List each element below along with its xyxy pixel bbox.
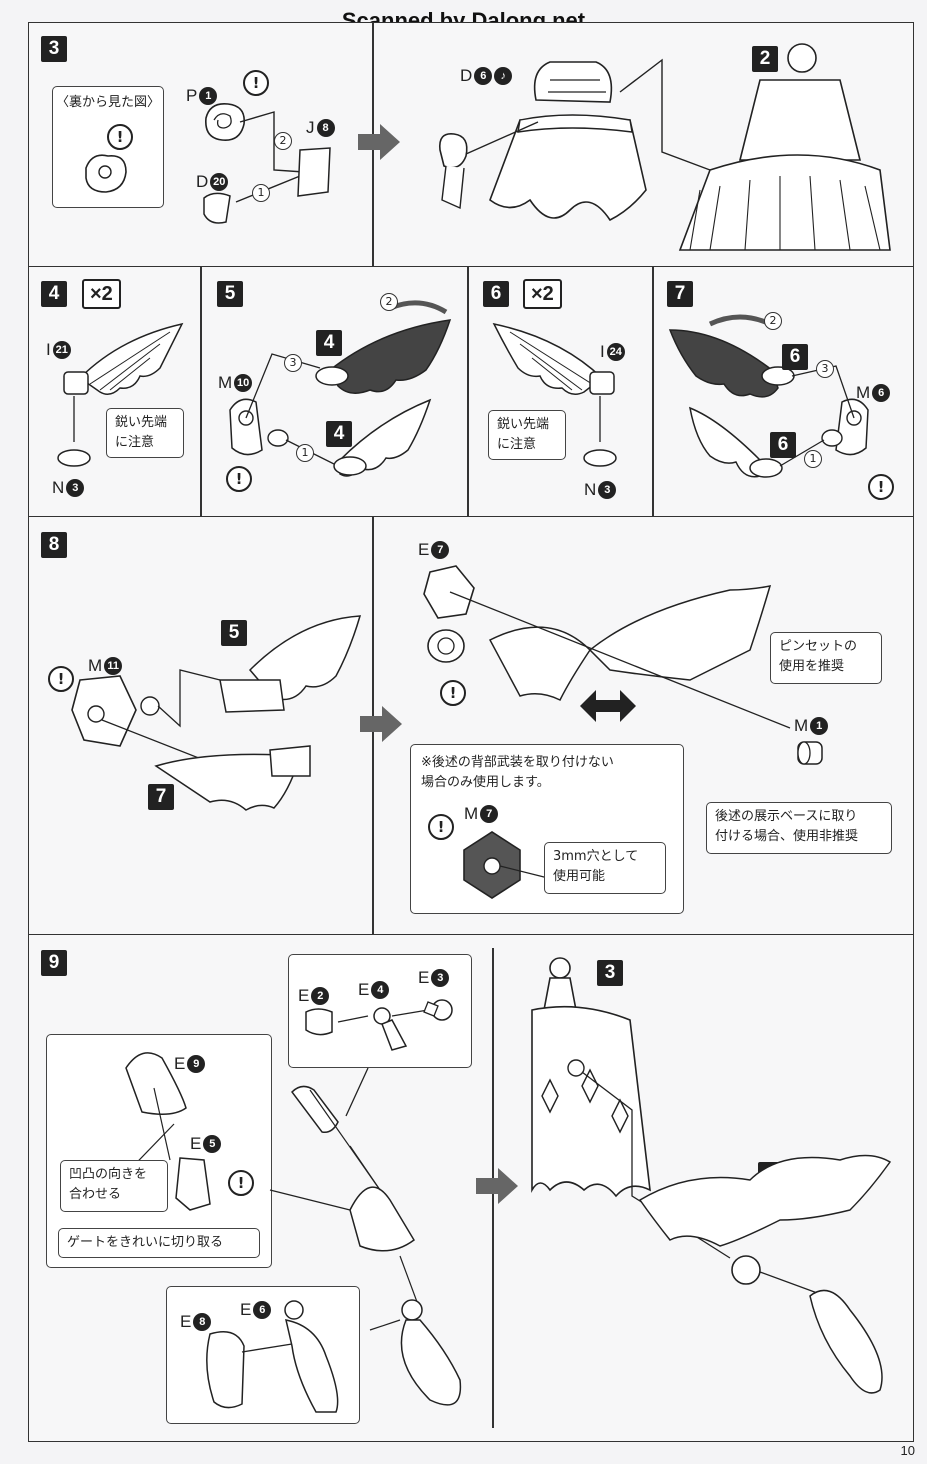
warning-icon: ! (243, 70, 269, 96)
page-number: 10 (900, 1443, 915, 1458)
step5-drawing (229, 300, 452, 477)
warning-icon: ! (428, 814, 454, 840)
e8-e6-drawing (206, 1300, 339, 1413)
back-view-label: 〈裏から見た図〉 (55, 95, 160, 110)
leg-assembly-drawing (269, 1089, 462, 1406)
m7-part-drawing (463, 831, 549, 899)
divider (467, 266, 469, 518)
ref-step4-badge: 4 (316, 330, 342, 356)
order-3: 3 (816, 360, 834, 378)
warning-icon: ! (228, 1170, 254, 1196)
align-orientation-note: 凹凸の向きを合わせる (60, 1160, 168, 1212)
wing-drawing (492, 322, 617, 467)
step4-multiplier: ×2 (82, 279, 121, 309)
step7-drawing (668, 314, 869, 478)
skirt-drawing (438, 43, 891, 251)
step4-number: 4 (41, 281, 67, 307)
order-2: 2 (274, 132, 292, 150)
inset-parts-drawing (291, 999, 453, 1134)
step6-number: 6 (483, 281, 509, 307)
gate-trim-note: ゲートをきれいに切り取る (58, 1228, 260, 1258)
ref-step4-badge: 4 (326, 421, 352, 447)
ref-step6-badge: 6 (770, 432, 796, 458)
cut-icon: ♪ (494, 67, 513, 85)
warning-icon: ! (107, 124, 133, 150)
divider (200, 266, 202, 518)
order-2: 2 (380, 293, 398, 311)
step8-number: 8 (41, 532, 67, 558)
m1-cylinder-drawing (797, 741, 823, 765)
step8-right-drawing (423, 565, 791, 729)
sharp-tip-note: 鋭い先端に注意 (106, 408, 184, 458)
ref-step2-badge: 2 (752, 46, 778, 72)
ref-step3-badge: 3 (597, 960, 623, 986)
step7-number: 7 (667, 281, 693, 307)
wing-drawing (57, 322, 184, 467)
divider (652, 266, 654, 518)
sharp-tip-note: 鋭い先端に注意 (488, 410, 566, 460)
rose-part-drawing (205, 102, 245, 141)
ref-step7-badge: 7 (148, 784, 174, 810)
3mm-hole-note: 3mm穴として使用可能 (544, 842, 666, 894)
order-2: 2 (764, 312, 782, 330)
step9-number: 9 (41, 950, 67, 976)
ref-step6-badge: 6 (782, 344, 808, 370)
next-step-arrow (360, 706, 402, 742)
order-3: 3 (284, 354, 302, 372)
next-step-arrow (358, 124, 400, 160)
e9-e5-drawing (115, 1052, 211, 1211)
warning-icon: ! (48, 666, 74, 692)
warning-icon: ! (868, 474, 894, 500)
order-1: 1 (804, 450, 822, 468)
rose-back-drawing (85, 154, 127, 193)
step6-multiplier: ×2 (523, 279, 562, 309)
warning-icon: ! (226, 466, 252, 492)
next-step-arrow (476, 1168, 518, 1204)
order-1: 1 (296, 444, 314, 462)
final-assembly-drawing (531, 957, 892, 1394)
step8-left-drawing (71, 615, 362, 811)
display-base-note: 後述の展示ベースに取り付ける場合、使用非推奨 (706, 802, 892, 854)
ref-step5-badge: 5 (221, 620, 247, 646)
tweezers-note: ピンセットの使用を推奨 (770, 632, 882, 684)
step3-number: 3 (41, 36, 67, 62)
order-1: 1 (252, 184, 270, 202)
warning-icon: ! (440, 680, 466, 706)
step5-number: 5 (217, 281, 243, 307)
